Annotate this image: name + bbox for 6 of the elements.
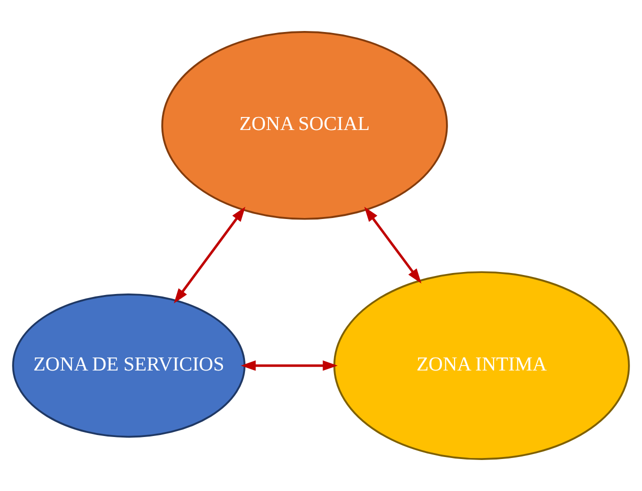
node-ellipse: ZONA SOCIAL	[161, 31, 448, 220]
arrow	[364, 206, 422, 284]
arrow	[240, 360, 338, 371]
node-ellipse: ZONA INTIMA	[333, 271, 630, 460]
arrow	[174, 206, 246, 304]
node-ellipse: ZONA DE SERVICIOS	[12, 293, 246, 438]
